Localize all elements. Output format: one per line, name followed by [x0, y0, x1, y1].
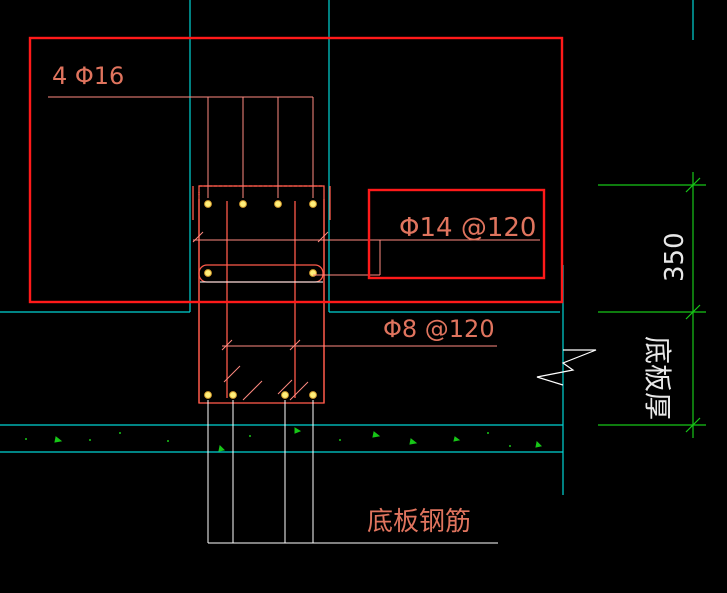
slab-layer: [0, 424, 563, 453]
rebar-points: [204, 200, 317, 399]
label-dim-350: 350: [660, 232, 690, 282]
leader-stirrup: [221, 339, 497, 401]
label-slab-thickness: 底板厚: [641, 336, 674, 420]
rebar-cage: [192, 185, 331, 404]
label-side-rebar: Φ14 @120: [399, 213, 536, 243]
label-stirrup: Φ8 @120: [383, 315, 495, 343]
leader-slab-rebar: [200, 281, 498, 544]
leader-main-rebar: [48, 96, 314, 198]
label-slab-rebar: 底板钢筋: [367, 507, 471, 537]
structure-outline: [0, 0, 694, 495]
highlight-box-main: [28, 36, 564, 304]
break-line: [536, 349, 597, 386]
dimension-lines: [598, 172, 706, 438]
highlight-box-side-rebar: [367, 188, 546, 280]
label-main-rebar: 4 Φ16: [52, 62, 124, 90]
